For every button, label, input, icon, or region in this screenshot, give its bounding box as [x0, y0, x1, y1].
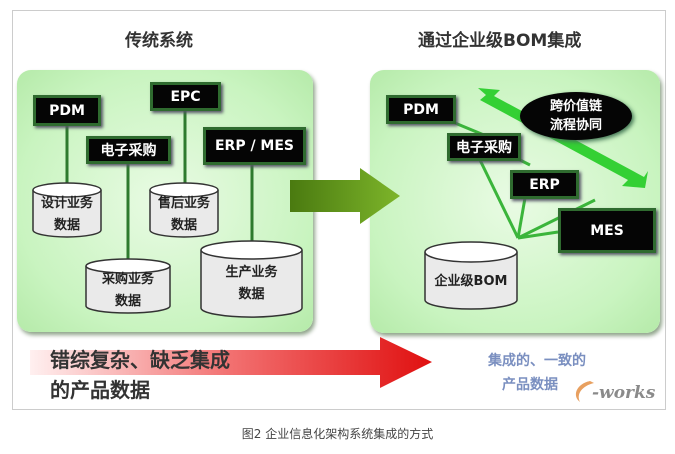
solution-text-line1: 集成的、一致的 [488, 353, 586, 369]
left-connectors [65, 110, 254, 260]
bom-label: 企业级BOM [434, 274, 508, 289]
cylinder-enterprise-bom: 企业级BOM [424, 241, 518, 311]
right-eprocurement-box: 电子采购 [447, 133, 521, 161]
label-line1: 采购业务 [101, 272, 154, 287]
label-line2: 数据 [170, 218, 197, 233]
left-title: 传统系统 [125, 31, 193, 51]
cylinder-production-data: 生产业务数据 [200, 240, 303, 318]
ellipse-line2: 流程协同 [549, 118, 602, 133]
database-icon [424, 241, 518, 310]
right-erp-box: ERP [510, 170, 579, 199]
left-epc-box: EPC [150, 82, 221, 111]
ellipse-line1: 跨价值链 [549, 99, 602, 114]
left-pdm-box: PDM [33, 95, 101, 126]
label-line1: 设计业务 [40, 196, 93, 211]
label-line1: 售后业务 [157, 196, 210, 211]
problem-text-line1: 错综复杂、缺乏集成 [50, 348, 230, 372]
database-icon [149, 182, 219, 238]
cylinder-purchase-data: 采购业务数据 [85, 258, 171, 314]
figure-caption: 图2 企业信息化架构系统集成的方式 [241, 427, 434, 441]
database-icon [200, 240, 303, 318]
solution-text-line2: 产品数据 [502, 377, 558, 393]
label-line2: 数据 [114, 294, 141, 309]
right-pdm-box: PDM [386, 95, 456, 124]
right-mes-box: MES [558, 208, 656, 253]
value-chain-collaboration-ellipse: 跨价值链流程协同 [520, 92, 632, 140]
label-line2: 数据 [238, 287, 265, 302]
database-icon [32, 182, 102, 238]
label-line1: 生产业务 [225, 265, 278, 280]
label-line2: 数据 [53, 218, 80, 233]
eworks-logo: -works [572, 378, 662, 404]
cylinder-design-data: 设计业务数据 [32, 182, 102, 238]
problem-text-line2: 的产品数据 [50, 378, 150, 402]
green-arrow [290, 168, 400, 224]
svg-text:-works: -works [592, 383, 656, 403]
database-icon [85, 258, 171, 314]
left-eprocurement-box: 电子采购 [86, 136, 171, 164]
red-arrow [30, 337, 432, 388]
left-erp-mes-box: ERP / MES [203, 127, 306, 165]
right-title: 通过企业级BOM集成 [418, 31, 582, 51]
cylinder-aftersale-data: 售后业务数据 [149, 182, 219, 238]
